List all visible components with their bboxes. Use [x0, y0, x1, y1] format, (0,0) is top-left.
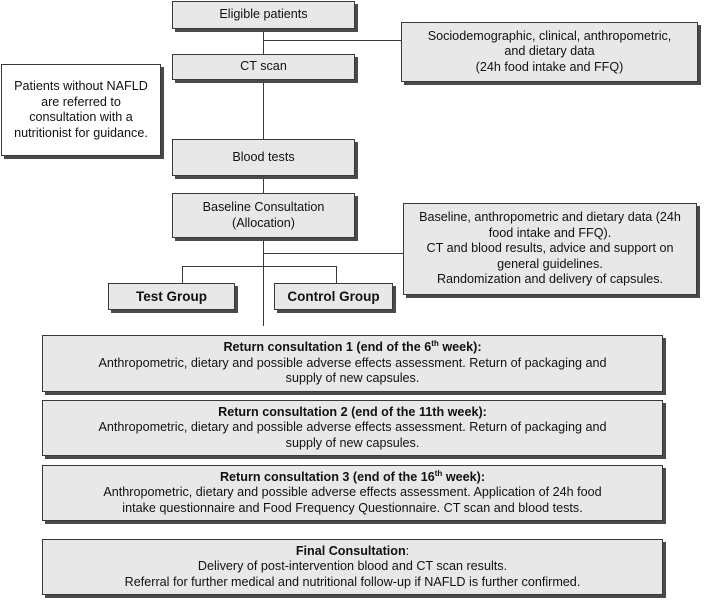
final-line: Referral for further medical and nutriti…: [124, 574, 581, 589]
control-group-box: Control Group: [274, 283, 393, 310]
no-nafld-line: nutritionist for guidance.: [14, 125, 148, 140]
baseline-info-line: food intake and FFQ).: [488, 225, 612, 240]
no-nafld-line: are referred to: [41, 94, 121, 109]
baseline-consultation-box: Baseline Consultation (Allocation): [172, 193, 355, 238]
return-consultation-1-box: Return consultation 1 (end of the 6th we…: [42, 335, 663, 392]
return-3-line: Anthropometric, dietary and possible adv…: [103, 485, 602, 500]
baseline-line: (Allocation): [232, 215, 295, 230]
eligible-patients-label: Eligible patients: [219, 7, 308, 22]
blood-tests-box: Blood tests: [172, 139, 355, 176]
sociodemographic-line: Sociodemographic, clinical, anthropometr…: [427, 28, 672, 43]
no-nafld-box: Patients without NAFLD are referred to c…: [1, 64, 161, 156]
return-2-title: Return consultation 2 (end of the 11th w…: [218, 404, 487, 419]
return-1-line: supply of new capsules.: [285, 371, 420, 386]
return-1-title: Return consultation 1 (end of the 6th we…: [223, 339, 482, 355]
no-nafld-line: consultation with a: [29, 110, 133, 124]
group-bracket: [182, 266, 337, 268]
return-3-title: Return consultation 3 (end of the 16th w…: [219, 468, 486, 484]
return-1-line: Anthropometric, dietary and possible adv…: [98, 355, 607, 370]
return-3-line: intake questionnaire and Food Frequency …: [122, 500, 583, 515]
baseline-info-line: Baseline, anthropometric and dietary dat…: [419, 210, 681, 225]
final-consultation-box: Final Consultation: Delivery of post-int…: [42, 539, 663, 595]
baseline-info-line: CT and blood results, advice and support…: [426, 241, 674, 256]
baseline-info-line: general guidelines.: [497, 256, 603, 271]
baseline-info-line: Randomization and delivery of capsules.: [436, 272, 664, 287]
return-2-line: Anthropometric, dietary and possible adv…: [98, 420, 607, 435]
test-group-connector: [182, 266, 184, 286]
baseline-info-connector: [263, 253, 403, 255]
baseline-line: Baseline Consultation: [202, 200, 325, 214]
sociodemographic-connector: [263, 40, 401, 42]
sociodemographic-box: Sociodemographic, clinical, anthropometr…: [401, 22, 698, 82]
blood-tests-label: Blood tests: [232, 149, 295, 164]
test-group-label: Test Group: [135, 288, 207, 304]
eligible-patients-box: Eligible patients: [172, 1, 355, 29]
final-line: Delivery of post-intervention blood and …: [197, 559, 508, 574]
no-nafld-line: Patients without NAFLD: [14, 79, 148, 93]
return-consultation-3-box: Return consultation 3 (end of the 16th w…: [42, 465, 663, 521]
ct-scan-label: CT scan: [240, 59, 287, 74]
return-consultation-2-box: Return consultation 2 (end of the 11th w…: [42, 400, 663, 456]
control-group-label: Control Group: [287, 288, 380, 304]
group-split-connector: [263, 254, 265, 266]
final-title: Final Consultation:: [295, 543, 410, 558]
baseline-info-box: Baseline, anthropometric and dietary dat…: [403, 203, 697, 295]
sociodemographic-line: and dietary data: [504, 44, 595, 59]
return-2-line: supply of new capsules.: [285, 435, 420, 450]
ct-scan-box: CT scan: [172, 54, 355, 80]
control-group-connector: [336, 266, 338, 286]
test-group-box: Test Group: [108, 283, 235, 310]
sociodemographic-line: (24h food intake and FFQ): [475, 59, 624, 74]
groups-join-connector: [263, 266, 265, 326]
